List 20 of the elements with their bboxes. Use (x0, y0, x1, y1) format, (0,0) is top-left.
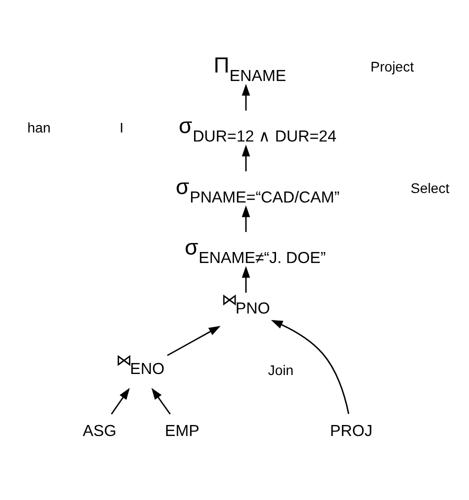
node-text: σ$_{ENAME≠“J. DOE”}$ (184, 234, 326, 268)
arrow (270, 320, 350, 414)
label: Select (410, 180, 450, 196)
arrow (167, 326, 221, 356)
arrow (242, 84, 250, 111)
label: I (120, 119, 124, 136)
arrow (242, 266, 250, 293)
node-text: PROJ (330, 422, 372, 440)
node-text: Π$_{ENAME}$ (214, 52, 286, 85)
label: han (27, 119, 51, 136)
label: Join (268, 362, 294, 378)
arrow (110, 388, 130, 415)
node-text: σ$_{PNAME=“CAD/CAM”}$ (176, 174, 340, 206)
arrow (242, 144, 250, 172)
node-text: σ$_{DUR=12 ∧ DUR=24}$ (178, 113, 336, 146)
label: Project (370, 58, 414, 75)
node-text: EMP (164, 422, 200, 440)
arrow (242, 205, 250, 232)
node-text: ASG (82, 422, 116, 440)
arrow (151, 388, 171, 415)
